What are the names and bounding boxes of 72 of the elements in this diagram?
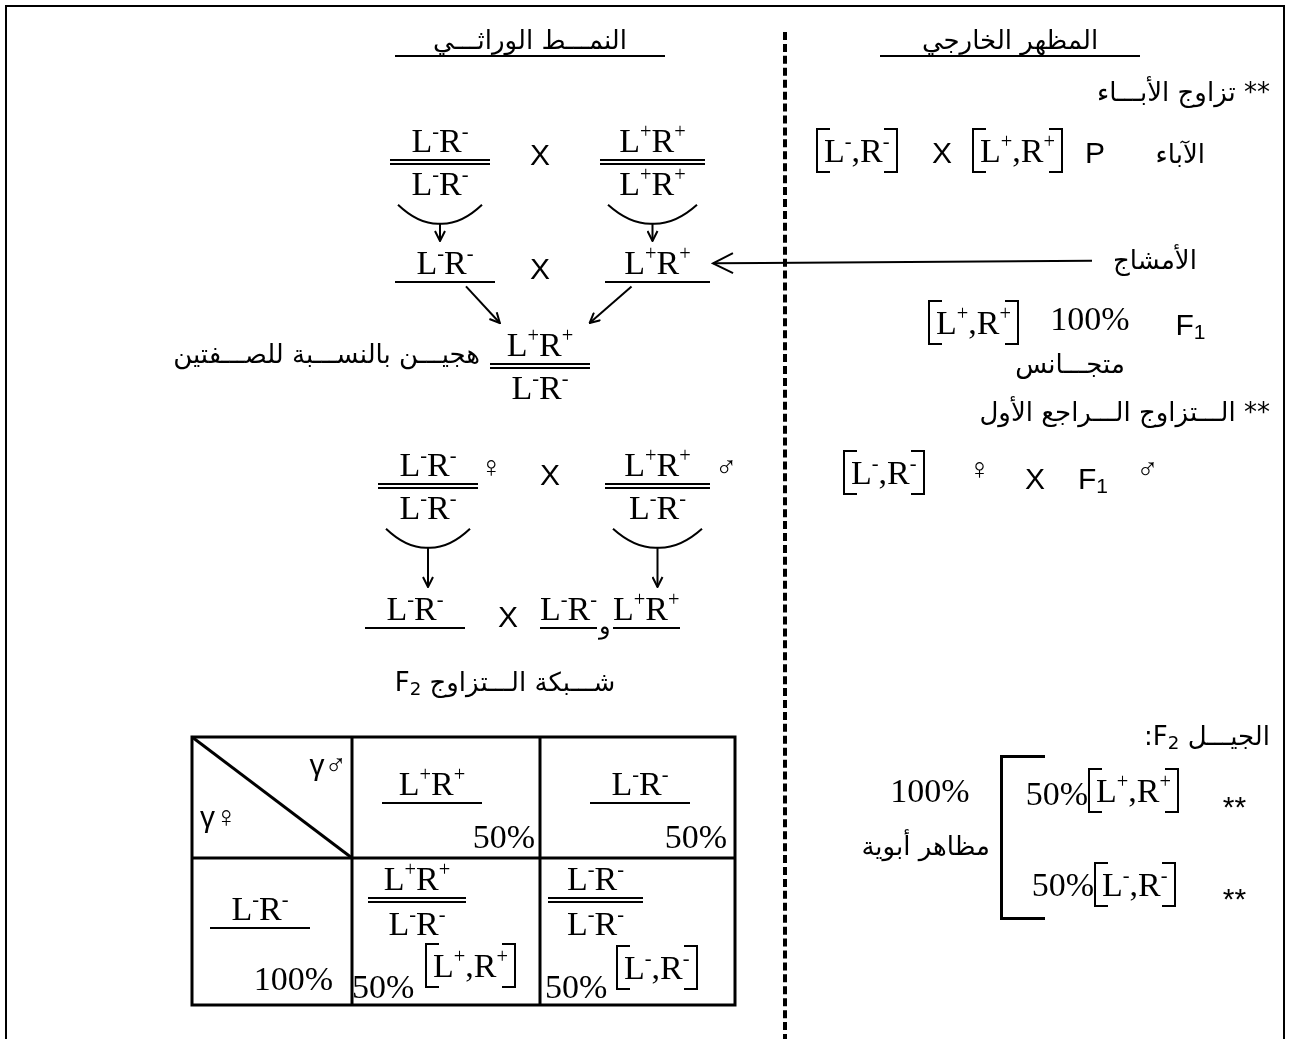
column-heading: المظهر الخارجي <box>880 26 1140 57</box>
gamete-genotype: L$^{+}$R$^{+}$ <box>382 765 482 805</box>
allele-text: L$^{-}$R$^{-}$ <box>399 446 457 484</box>
allele-text: L$^{-}$R$^{-}$ <box>548 860 643 904</box>
step-title: ** تزاوج الأبـــاء <box>1096 78 1270 107</box>
arrow <box>588 285 633 324</box>
gamete-genotype: L$^{-}$R$^{-}$ <box>365 590 465 630</box>
allele-text: L$^{+}$R$^{+}$ <box>624 446 691 484</box>
allele-text: L$^{-}$R$^{-}$ <box>511 369 569 407</box>
cross-sign: X <box>1024 462 1046 495</box>
generation-symbol: F$_{1}$ <box>1174 308 1207 341</box>
allele-text: L$^{-}$R$^{-}$ <box>565 905 626 943</box>
phenotype-bracket: L$^{-}$,R$^{-}$ <box>816 128 898 174</box>
gametes-label: الأمشاج <box>1095 246 1215 275</box>
percentage: 50% <box>545 968 609 1006</box>
percentage: 100% <box>252 960 333 998</box>
generation-symbol: F$_{1}$ <box>1077 462 1109 495</box>
column-heading: النمـــط الوراثـــي <box>395 26 665 57</box>
allele-text: L$^{-}$R$^{-}$ <box>411 165 469 203</box>
percentage: 100% <box>889 772 971 810</box>
allele-text: L$^{-}$R$^{-}$ <box>628 489 687 527</box>
allele-text: L$^{+}$R$^{+}$ <box>619 165 686 203</box>
gamete-genotype: L$^{+}$R$^{+}$ <box>613 590 680 630</box>
percentage: 100% <box>1049 300 1131 338</box>
step-title: ** الـــتزاوج الـــراجع الأول <box>978 398 1270 427</box>
phenotype-bracket: L$^{+}$,R$^{+}$ <box>972 128 1063 174</box>
female-symbol: ♀ <box>480 450 504 483</box>
cross-sign: X <box>539 458 561 491</box>
gamete-genotype: L$^{-}$R$^{-}$ <box>590 765 690 805</box>
caption-text: هجيـــن بالنســـبة للصـــفتين <box>172 340 480 369</box>
conjunction-text: و <box>599 613 612 640</box>
phenotype-bracket: L$^{+}$,R$^{+}$ <box>425 943 516 989</box>
allele-text: L$^{-}$R$^{-}$ <box>411 122 469 160</box>
phenotype-bracket: L$^{-}$,R$^{-}$ <box>616 945 698 991</box>
percentage: 50% <box>1030 866 1094 904</box>
phenotype-bracket: L$^{-}$,R$^{-}$ <box>1094 862 1176 908</box>
cross-sign: X <box>529 138 551 171</box>
arrow <box>712 252 1093 275</box>
gamete-symbol: γ♀ <box>200 800 239 833</box>
gamete-symbol: γ♂ <box>308 748 347 781</box>
percentage: 50% <box>471 818 535 856</box>
caption-text: متجـــانس <box>1014 350 1126 379</box>
allele-text: L$^{-}$R$^{-}$ <box>399 489 457 527</box>
arrow <box>465 285 501 324</box>
percentage: 50% <box>663 818 727 856</box>
gamete-genotype: L$^{-}$R$^{-}$ <box>395 244 495 284</box>
percentage: 50% <box>352 968 416 1006</box>
row-label: الآباء <box>1154 140 1205 169</box>
female-symbol: ♀ <box>967 452 992 485</box>
cross-sign: X <box>529 252 551 285</box>
asterisks: ** <box>1221 790 1248 823</box>
gamete-genotype: L$^{-}$R$^{-}$ <box>540 590 598 630</box>
arrow <box>397 203 483 242</box>
arrow <box>612 527 703 588</box>
male-symbol: ♂ <box>715 450 739 483</box>
percentage: 50% <box>1024 775 1088 813</box>
phenotype-bracket: L$^{+}$,R$^{+}$ <box>928 300 1019 346</box>
allele-text: L$^{+}$R$^{+}$ <box>506 326 574 364</box>
male-symbol: ♂ <box>1135 452 1160 485</box>
generation-symbol: P <box>1084 136 1106 169</box>
gamete-genotype: L$^{-}$R$^{-}$ <box>210 890 310 930</box>
phenotype-bracket: L$^{-}$,R$^{-}$ <box>843 450 925 496</box>
allele-text: L$^{+}$R$^{+}$ <box>368 860 466 904</box>
allele-text: L$^{-}$R$^{-}$ <box>387 905 447 943</box>
cross-sign: X <box>931 136 953 169</box>
arrow <box>607 203 698 242</box>
phenotype-bracket: L$^{+}$,R$^{+}$ <box>1088 768 1179 814</box>
gamete-genotype: L$^{+}$R$^{+}$ <box>605 244 710 284</box>
allele-text: L$^{+}$R$^{+}$ <box>619 122 686 160</box>
arrow <box>385 527 471 588</box>
cross-sign: X <box>497 600 519 633</box>
asterisks: ** <box>1221 882 1248 915</box>
